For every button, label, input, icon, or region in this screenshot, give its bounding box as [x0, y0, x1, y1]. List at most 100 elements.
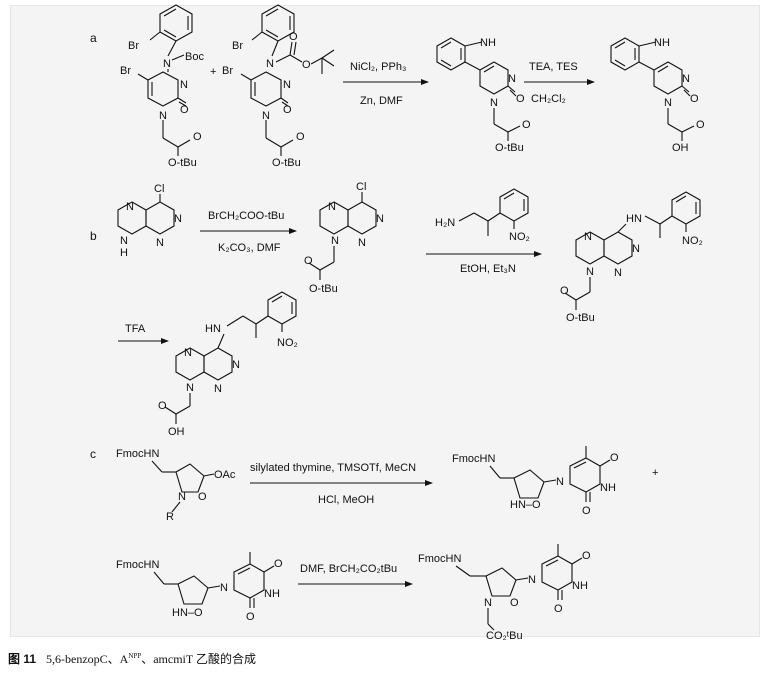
compound-c1: FmocHN OAc N O R [116, 448, 236, 523]
group-fmochn: FmocHN [452, 453, 495, 465]
group-oh: OH [168, 426, 185, 438]
compound-b2: Cl N N N N O O-tBu [304, 181, 384, 295]
atom-n: N [328, 201, 336, 213]
atom-n: N [664, 97, 672, 109]
group-no2: NO₂ [509, 231, 530, 243]
atom-nh: NH [600, 482, 616, 494]
reagent-b1-top: BrCH₂COO-tBu [208, 210, 284, 222]
atom-nh: NH [480, 37, 496, 49]
atom-o: O [610, 452, 619, 464]
atom-n: N [126, 201, 134, 213]
atom-n: N [232, 359, 240, 371]
caption-text-post: 、amcmiT 乙酸的合成 [141, 652, 256, 666]
reagent-a2-bottom: CH₂Cl₂ [531, 93, 566, 105]
atom-br: Br [222, 65, 233, 77]
atom-n: N [163, 58, 171, 70]
atom-hn: HN [626, 213, 642, 225]
atom-n: N [528, 574, 536, 586]
atom-o: O [510, 597, 519, 609]
atom-o: O [696, 119, 705, 131]
reagent-a2-top: TEA, TES [529, 61, 578, 73]
scheme-panel [10, 5, 760, 637]
atom-o: O [158, 400, 167, 412]
atom-n: N [283, 79, 291, 91]
panel-label-a: a [90, 31, 97, 45]
atom-n: N [178, 491, 186, 503]
atom-n: N [376, 213, 384, 225]
reagent-b3-top: TFA [125, 323, 146, 335]
compound-a4: NH N O N O OH [610, 37, 705, 154]
atom-n: N [614, 267, 622, 279]
group-co2tbu: CO₂ᵗBu [486, 630, 523, 642]
atom-n: N [490, 97, 498, 109]
atom-hn: HN [205, 323, 221, 335]
atom-o: O [198, 491, 207, 503]
group-otbu: O-tBu [495, 142, 524, 154]
figure-number: 图 11 [8, 652, 37, 666]
atom-n: N [159, 110, 167, 122]
atom-n: N [358, 237, 366, 249]
reagent-c2-top: DMF, BrCH₂CO₂tBu [300, 563, 397, 575]
atom-nh: NH [264, 588, 280, 600]
group-no2: NO₂ [277, 337, 298, 349]
atom-o: O [516, 93, 525, 105]
atom-n: N [214, 383, 222, 395]
compound-c3: FmocHN HN–O N O NH O [116, 552, 283, 623]
group-otbu: O-tBu [309, 283, 338, 295]
atom-nh: NH [654, 37, 670, 49]
group-fmochn: FmocHN [116, 448, 159, 460]
atom-n: N [180, 79, 188, 91]
atom-n: N [484, 597, 492, 609]
atom-n: N [184, 347, 192, 359]
reagent-b1-bottom: K₂CO₃, DMF [218, 242, 281, 254]
reagent-c1-top: silylated thymine, TMSOTf, MeCN [250, 462, 416, 474]
group-otbu: O-tBu [272, 157, 301, 169]
atom-o: O [246, 611, 255, 623]
atom-o: O [296, 131, 305, 143]
group-otbu: O-tBu [566, 312, 595, 324]
reagent-a1-bottom: Zn, DMF [360, 95, 403, 107]
reagent-c1-bottom: HCl, MeOH [318, 494, 374, 506]
group-oac: OAc [214, 469, 236, 481]
compound-c2: FmocHN HN–O N O NH O [452, 446, 619, 517]
panel-label-c: c [90, 447, 96, 461]
atom-o: O [180, 104, 189, 116]
reagent-a1-top: NiCl₂, PPh₃ [350, 61, 406, 73]
atom-br: Br [128, 40, 139, 52]
atom-o: O [193, 131, 202, 143]
atom-n: N [682, 73, 690, 85]
panel-label-b: b [90, 229, 97, 243]
compound-b3: N N N N HN NO₂ O O-tBu [560, 191, 703, 324]
atom-n: N [120, 235, 128, 247]
atom-o: O [560, 285, 569, 297]
compound-c4: FmocHN N O CO₂ᵗBu N O NH O [418, 544, 591, 642]
atom-o: O [582, 505, 591, 517]
reagent-b2-bottom: EtOH, Et₃N [460, 263, 516, 275]
atom-n: N [508, 73, 516, 85]
atom-nh: NH [572, 580, 588, 592]
group-fmochn: FmocHN [418, 553, 461, 565]
compound-a1: Br N Boc N O Br N O O-tBu [120, 4, 204, 169]
atom-br: Br [232, 40, 243, 52]
compound-a2: Br N O O N O Br N O [222, 4, 335, 169]
caption-superscript: NPP [128, 652, 142, 660]
atom-o: O [690, 93, 699, 105]
atom-o: O [289, 31, 298, 43]
group-fmochn: FmocHN [116, 559, 159, 571]
atom-o: O [554, 603, 563, 615]
atom-cl: Cl [154, 183, 164, 195]
atom-cl: Cl [356, 181, 366, 193]
group-hn-o: HN–O [172, 607, 203, 619]
atom-n: N [266, 58, 274, 70]
compound-b1: Cl N N N N H [117, 183, 182, 259]
atom-n: N [220, 582, 228, 594]
compound-b4: N N N N HN NO₂ O OH [158, 291, 298, 438]
atom-boc: Boc [185, 51, 204, 63]
atom-h2n: H₂N [435, 217, 455, 229]
atom-o: O [522, 119, 531, 131]
atom-n: N [174, 213, 182, 225]
reagent-amine: H₂N NO₂ [435, 188, 530, 243]
atom-r: R [166, 511, 174, 523]
